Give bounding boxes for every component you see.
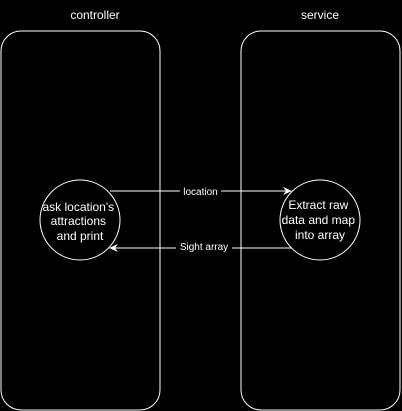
- controller-task-circle[interactable]: [39, 179, 121, 261]
- service-task-line-1: Extract raw: [288, 198, 348, 212]
- service-task-line-2: data and map: [282, 213, 356, 227]
- service-lane-title: service: [301, 8, 339, 22]
- controller-lane-title: controller: [70, 8, 119, 22]
- service-task-node[interactable]: Extract raw data and map into array: [279, 179, 361, 261]
- controller-task-node[interactable]: ask location's attractions and print: [39, 179, 121, 261]
- sight-array-label-bg: [176, 240, 232, 252]
- controller-task-line-1: ask location's: [42, 200, 114, 214]
- service-task-line-3: into array: [295, 228, 345, 242]
- service-task-label: Extract raw data and map into array: [282, 198, 359, 242]
- controller-task-line-2: attractions: [51, 214, 106, 228]
- location-edge-label: location: [183, 187, 217, 198]
- controller-task-label: ask location's attractions and print: [42, 200, 117, 243]
- location-label-bg: [180, 185, 221, 197]
- controller-task-line-3: and print: [57, 229, 104, 243]
- service-task-circle[interactable]: [279, 179, 361, 261]
- sight-array-edge-label: Sight array: [180, 242, 228, 253]
